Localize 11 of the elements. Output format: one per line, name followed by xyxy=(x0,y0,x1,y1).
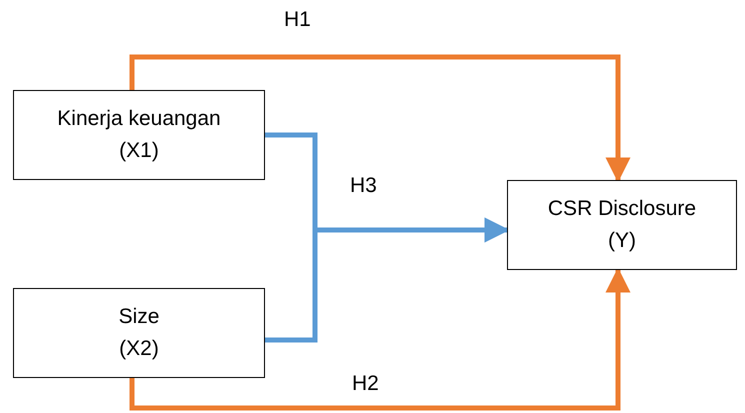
variable-box xyxy=(13,288,265,378)
variable-box xyxy=(13,90,265,180)
arrow xyxy=(130,54,630,182)
node-text: Kinerja keuangan xyxy=(57,106,221,132)
variable-box xyxy=(507,180,737,270)
arrow xyxy=(130,268,630,410)
node-text: CSR Disclosure xyxy=(548,196,696,222)
node-text: (Y) xyxy=(608,228,636,254)
node-text: (X2) xyxy=(119,336,159,362)
node-text: (X1) xyxy=(119,138,159,164)
node-text: Size xyxy=(118,304,160,330)
